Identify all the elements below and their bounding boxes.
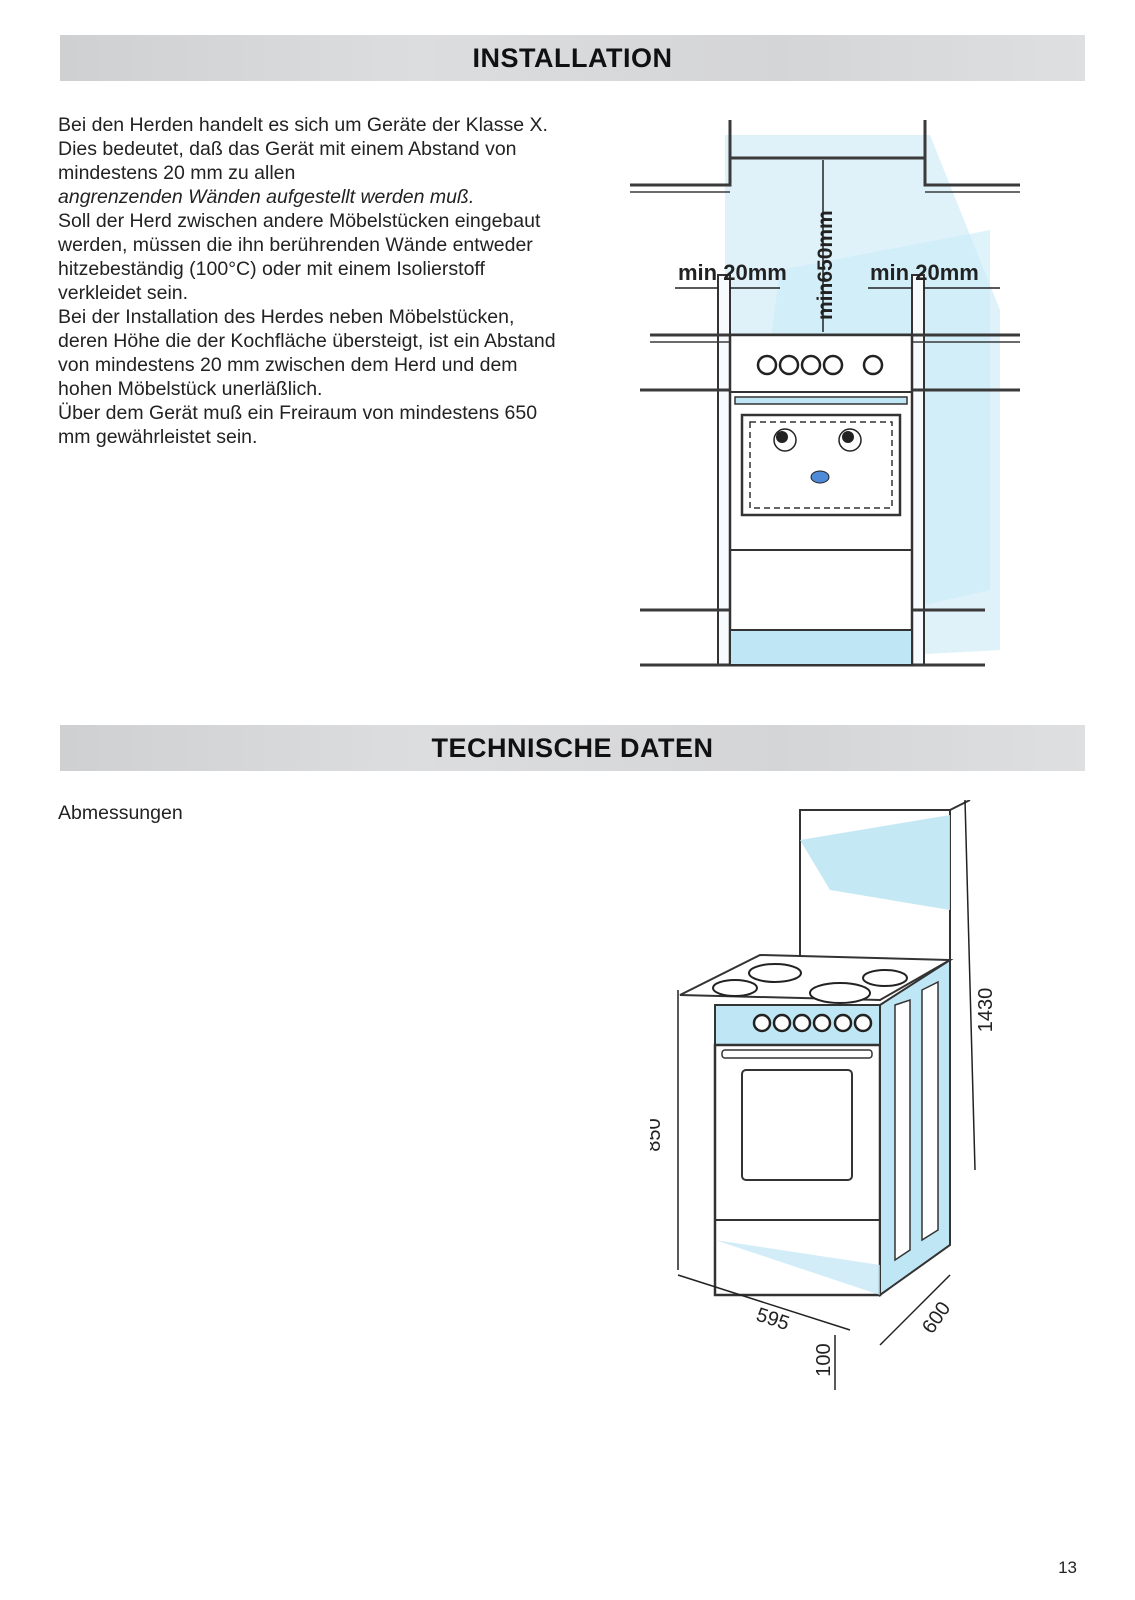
section-header-technical: TECHNISCHE DATEN <box>60 725 1085 771</box>
hotplate <box>748 963 802 983</box>
section-header-installation: INSTALLATION <box>60 35 1085 81</box>
oven-handle <box>721 1049 873 1059</box>
oven-window <box>741 1069 853 1181</box>
dim-line-600 <box>879 1274 951 1346</box>
hotplate <box>809 982 871 1004</box>
dim-label-width: 595 <box>753 1304 792 1335</box>
oven-window <box>749 421 893 509</box>
installation-diagram: min650mm min 20mm min 20mm <box>630 120 1020 667</box>
dim-label-right: min 20mm <box>870 260 979 285</box>
face-mouth <box>810 470 830 484</box>
dimensions-diagram: 1430 850 595 600 100 <box>650 800 997 1390</box>
dim-label-depth: 600 <box>918 1298 955 1338</box>
control-knobs <box>752 1013 873 1033</box>
dim-label-lid-depth: 100 <box>813 1343 835 1376</box>
stove-side <box>879 958 951 1297</box>
dim-label-top: min650mm <box>814 210 837 320</box>
stove-base <box>729 629 913 666</box>
dimensions-label: Abmessungen <box>58 802 183 824</box>
paragraph: Bei den Herden handelt es sich um Geräte… <box>58 114 548 184</box>
page-number: 13 <box>1058 1558 1077 1577</box>
section-title: INSTALLATION <box>472 42 673 73</box>
paragraph: Über dem Gerät muß ein Freiraum von mind… <box>58 402 538 448</box>
dim-label-height-total: 1430 <box>975 988 997 1033</box>
dim-line-595 <box>677 1274 851 1331</box>
paragraph-italic: angrenzenden Wänden aufgestellt werden m… <box>58 186 475 208</box>
paragraph: Bei der Installation des Herdes neben Mö… <box>58 306 556 400</box>
installation-text: Bei den Herden handelt es sich um Geräte… <box>58 113 558 449</box>
dim-line-1430 <box>964 800 976 1171</box>
paragraph: Soll der Herd zwischen andere Möbelstück… <box>58 210 541 304</box>
dim-label-height-cooker: 850 <box>650 1118 665 1151</box>
dim-label-left: min 20mm <box>678 260 787 285</box>
oven-handle <box>734 396 908 405</box>
section-title: TECHNISCHE DATEN <box>431 732 714 763</box>
oven-door <box>740 413 902 517</box>
control-knobs <box>756 354 884 376</box>
lid-shading <box>800 815 950 910</box>
hotplate <box>862 969 908 987</box>
hotplate <box>712 979 758 997</box>
upper-cabinet <box>630 120 1020 187</box>
